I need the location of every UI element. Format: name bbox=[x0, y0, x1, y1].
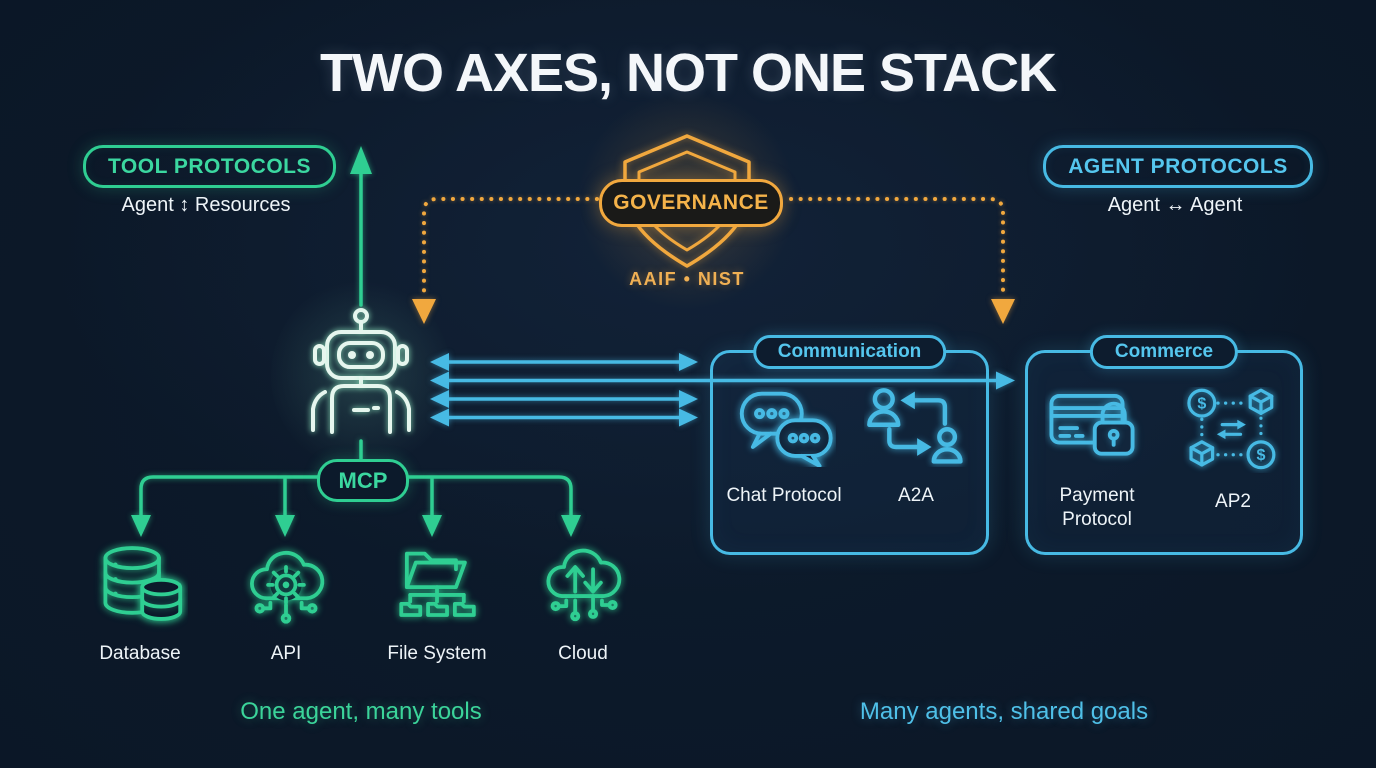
commerce-box-title: Commerce bbox=[1089, 335, 1239, 369]
governance-label: GOVERNANCE bbox=[613, 191, 769, 214]
ap2-item: $ $ AP2 bbox=[1168, 387, 1298, 514]
api-icon bbox=[250, 550, 325, 624]
governance-orgs: AAIF • NIST bbox=[629, 269, 745, 289]
communication-box: Communication Chat Protocol bbox=[710, 335, 989, 555]
svg-text:$: $ bbox=[1197, 395, 1206, 413]
agent-protocols-pill: AGENT PROTOCOLS bbox=[1043, 145, 1313, 188]
payment-card-lock-icon bbox=[1049, 393, 1135, 456]
agent-axis-caption: Many agents, shared goals bbox=[859, 698, 1149, 725]
mcp-label: MCP bbox=[338, 467, 388, 493]
a2a-label: A2A bbox=[898, 485, 934, 506]
file-system-label: File System bbox=[387, 643, 487, 664]
tool-item-cloud: Cloud bbox=[523, 540, 643, 665]
communication-box-title: Communication bbox=[752, 335, 947, 369]
tool-protocols-pill: TOOL PROTOCOLS bbox=[83, 145, 336, 188]
cloud-label: Cloud bbox=[558, 643, 608, 664]
chat-protocol-label: Chat Protocol bbox=[726, 485, 842, 506]
svg-text:$: $ bbox=[1256, 446, 1265, 464]
tool-protocols-label: TOOL PROTOCOLS bbox=[107, 154, 312, 178]
governance-badge: GOVERNANCE bbox=[599, 179, 783, 227]
chat-bubbles-icon bbox=[739, 391, 833, 468]
tool-axis-subtitle: Agent ↕ Resources bbox=[121, 194, 291, 216]
agent-axis-subtitle: Agent ↔ Agent bbox=[1107, 194, 1243, 216]
tool-item-api: API bbox=[226, 540, 346, 665]
a2a-item: A2A bbox=[851, 387, 981, 508]
robot-agent-icon bbox=[311, 308, 411, 434]
commerce-box: Commerce Payment Protocol bbox=[1025, 335, 1303, 555]
cloud-icon bbox=[546, 548, 622, 622]
tool-item-database: Database bbox=[80, 540, 200, 665]
file-system-icon bbox=[399, 551, 476, 617]
page-title: TWO AXES, NOT ONE STACK bbox=[319, 43, 1057, 103]
payment-protocol-label: Payment Protocol bbox=[1059, 485, 1135, 530]
api-label: API bbox=[270, 643, 302, 664]
tool-item-file-system: File System bbox=[377, 540, 497, 665]
agents-exchange-icon bbox=[867, 388, 963, 464]
database-label: Database bbox=[99, 643, 181, 664]
value-exchange-icon: $ $ bbox=[1187, 388, 1276, 470]
governance-dotted-arrow-left-icon bbox=[412, 197, 599, 324]
agent-protocols-label: AGENT PROTOCOLS bbox=[1068, 154, 1288, 178]
governance-dotted-arrow-right-icon bbox=[789, 197, 1015, 324]
chat-protocol-item: Chat Protocol bbox=[719, 387, 849, 508]
tool-axis-caption: One agent, many tools bbox=[240, 698, 482, 725]
ap2-label: AP2 bbox=[1215, 491, 1251, 512]
payment-protocol-item: Payment Protocol bbox=[1032, 387, 1162, 532]
database-icon bbox=[103, 546, 183, 621]
mcp-hub-pill: MCP bbox=[317, 459, 409, 502]
